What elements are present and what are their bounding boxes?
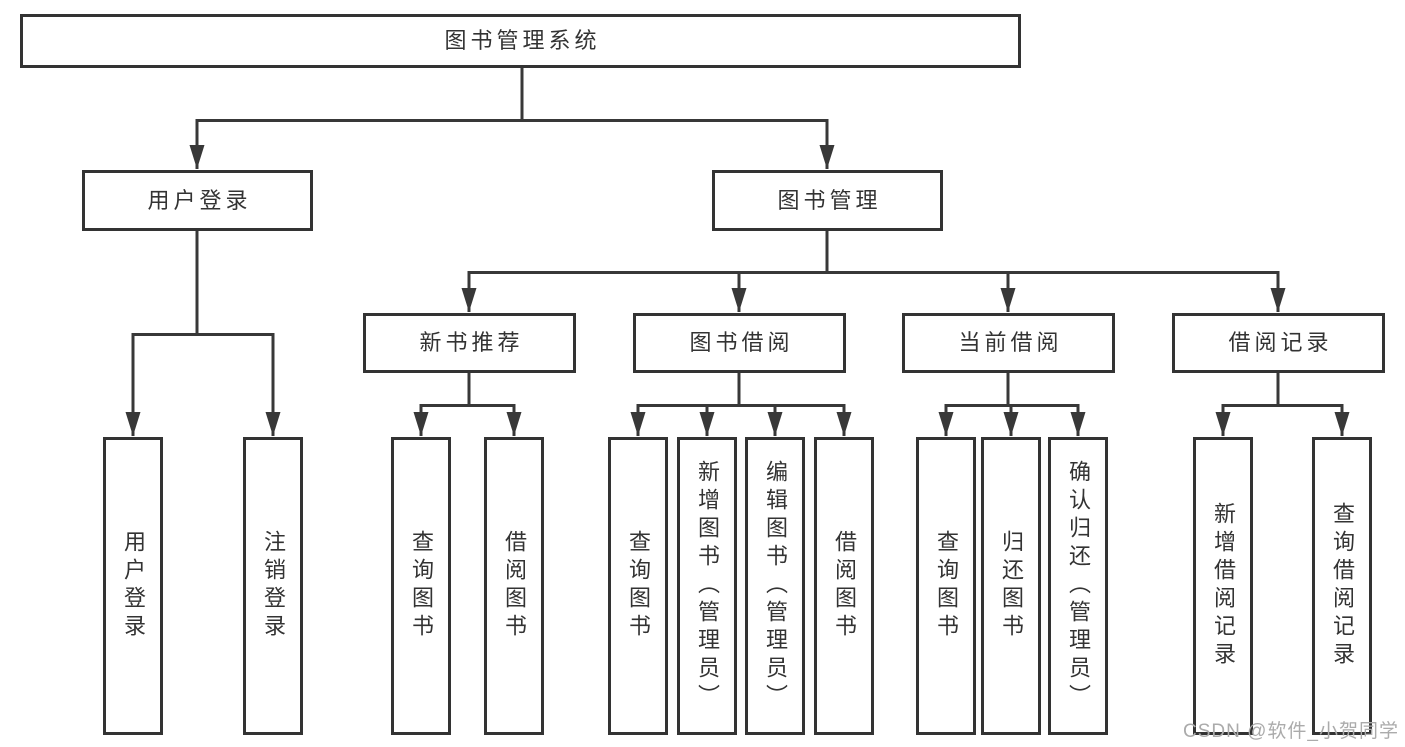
leaf-nbr-borrow-books: 借阅图书: [484, 437, 544, 735]
leaf-br-add-record: 新增借阅记录: [1193, 437, 1253, 735]
leaf-cb-confirm-return-admin: 确认归还（管理员）: [1048, 437, 1108, 735]
node-book-system-root: 图书管理系统: [20, 14, 1021, 68]
leaf-logout: 注销登录: [243, 437, 303, 735]
node-borrowing-records: 借阅记录: [1172, 313, 1385, 373]
leaf-bb-add-book-admin: 新增图书（管理员）: [677, 437, 737, 735]
leaf-bb-query-books: 查询图书: [608, 437, 668, 735]
leaf-br-query-record: 查询借阅记录: [1312, 437, 1372, 735]
node-current-borrowing: 当前借阅: [902, 313, 1115, 373]
node-new-book-recommend: 新书推荐: [363, 313, 576, 373]
node-book-borrowing: 图书借阅: [633, 313, 846, 373]
node-user-login: 用户登录: [82, 170, 313, 231]
leaf-bb-borrow-books: 借阅图书: [814, 437, 874, 735]
leaf-nbr-query-books: 查询图书: [391, 437, 451, 735]
watermark: CSDN @软件_小贺同学: [1183, 721, 1399, 742]
leaf-cb-return-books: 归还图书: [981, 437, 1041, 735]
node-book-management: 图书管理: [712, 170, 943, 231]
leaf-user-login: 用户登录: [103, 437, 163, 735]
leaf-cb-query-books: 查询图书: [916, 437, 976, 735]
leaf-bb-edit-book-admin: 编辑图书（管理员）: [745, 437, 805, 735]
